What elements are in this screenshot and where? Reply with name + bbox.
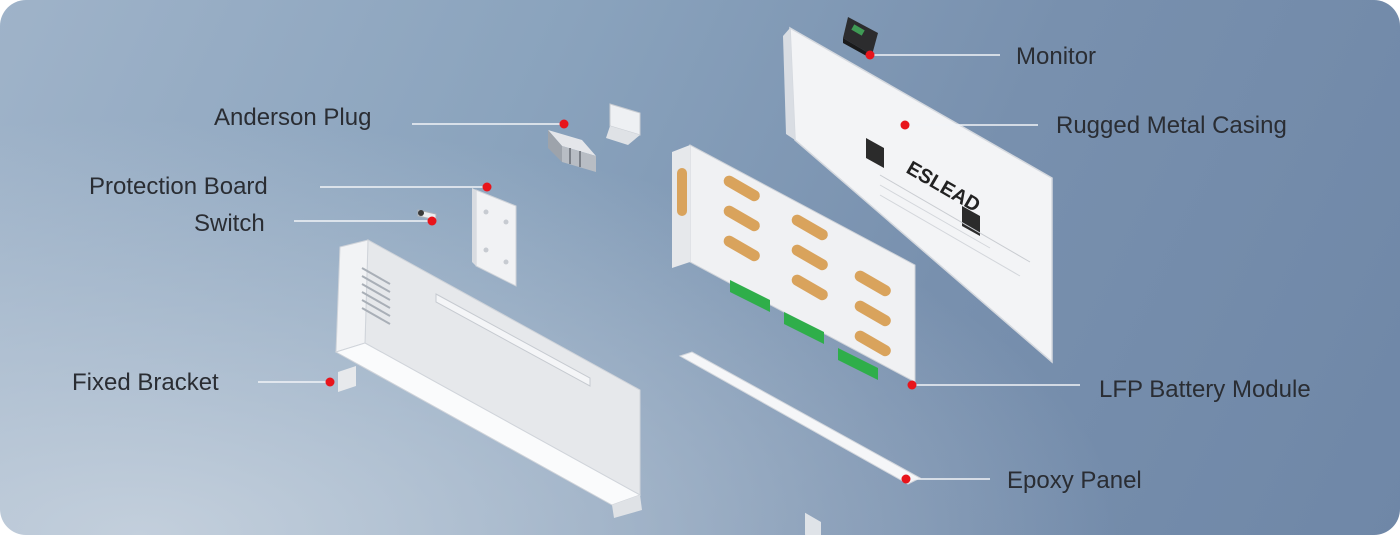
- label-rugged-metal-casing: Rugged Metal Casing: [1056, 112, 1287, 139]
- bracket-clip: [606, 103, 641, 145]
- label-monitor: Monitor: [1016, 43, 1097, 70]
- label-switch: Switch: [194, 210, 265, 237]
- vent-grille: [361, 267, 391, 325]
- lfp-battery-module: [672, 144, 916, 383]
- marker-switch: [427, 216, 437, 226]
- marker-epoxy: [901, 474, 911, 484]
- marker-battery: [907, 380, 917, 390]
- label-anderson-plug: Anderson Plug: [214, 104, 372, 131]
- fixed-bracket-tray: [334, 239, 642, 518]
- marker-protection: [482, 182, 492, 192]
- monitor-unit: [843, 17, 878, 59]
- label-lfp-battery-module: LFP Battery Module: [1099, 376, 1311, 403]
- marker-monitor: [865, 50, 875, 60]
- casing-warning-label: [962, 206, 980, 236]
- casing-logo-badge: [866, 138, 884, 168]
- cell-pads: [723, 175, 891, 357]
- leader-lines: [258, 54, 1080, 480]
- anderson-plug: [548, 130, 596, 172]
- rugged-metal-casing: ESLEAD: [783, 26, 1053, 535]
- marker-casing: [900, 120, 910, 130]
- label-epoxy-panel: Epoxy Panel: [1007, 467, 1142, 494]
- marker-fixed-bracket: [325, 377, 335, 387]
- bms-circuit-boards: [730, 280, 878, 380]
- epoxy-panel: [678, 351, 922, 485]
- label-protection-board: Protection Board: [89, 173, 268, 200]
- protection-board: [472, 188, 517, 287]
- label-fixed-bracket: Fixed Bracket: [72, 369, 219, 396]
- callout-markers: [325, 50, 917, 484]
- marker-anderson: [559, 119, 569, 129]
